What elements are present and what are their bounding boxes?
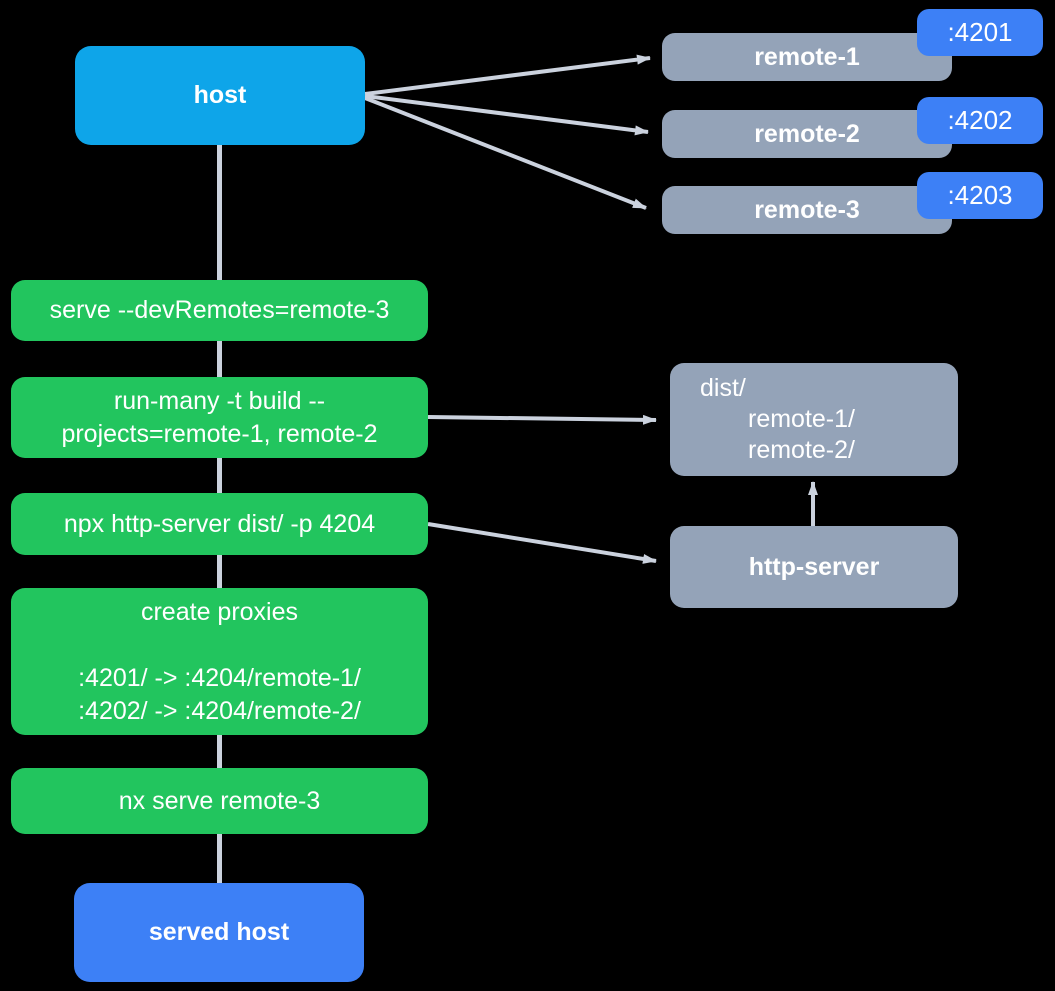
host-to-remote-3-arrow: [364, 96, 647, 210]
http-server-node-label: http-server: [748, 552, 880, 581]
remote-1-node: remote-1: [662, 33, 952, 81]
step-npx-http-server: npx http-server dist/ -p 4204: [11, 493, 428, 555]
host-to-remote-2-arrow: [364, 94, 649, 136]
http-server-node: http-server: [670, 526, 958, 608]
step-create-proxies: create proxies :4201/ -> :4204/remote-1/…: [11, 588, 428, 735]
remote-3-node: remote-3: [662, 186, 952, 234]
remote-3-node-label: remote-3: [754, 195, 860, 224]
step-nx-serve-remote-3: nx serve remote-3: [11, 768, 428, 834]
port-badge-4202-label: :4202: [947, 105, 1013, 135]
served-host-node-label: served host: [148, 918, 290, 946]
remote-1-node-label: remote-1: [754, 42, 860, 71]
dist-folder-root-line: dist/: [700, 374, 746, 402]
port-badge-4201: :4201: [917, 9, 1043, 56]
host-node: host: [75, 46, 365, 145]
dist-folder-remote-2-line: remote-2/: [748, 436, 855, 464]
http-server-cmd-to-http-server-arrow: [427, 522, 657, 564]
step-nx-serve-remote-3-label: nx serve remote-3: [118, 786, 321, 815]
step-serve-dev-remotes: serve --devRemotes=remote-3: [11, 280, 428, 341]
port-badge-4202: :4202: [917, 97, 1043, 144]
remote-2-node-label: remote-2: [754, 119, 860, 148]
step-run-many-build-label: run-many -t build -- projects=remote-1, …: [61, 386, 378, 448]
host-to-remote-1-arrow: [364, 54, 651, 96]
port-badge-4201-label: :4201: [947, 17, 1013, 47]
dist-folder-node: dist/ remote-1/ remote-2/: [670, 363, 958, 476]
remote-2-node: remote-2: [662, 110, 952, 158]
step-npx-http-server-label: npx http-server dist/ -p 4204: [63, 509, 376, 538]
step-create-proxies-label: create proxies :4201/ -> :4204/remote-1/…: [78, 597, 361, 725]
run-many-to-dist-arrow: [427, 414, 657, 425]
dist-folder-remote-1-line: remote-1/: [748, 405, 855, 433]
served-host-node: served host: [74, 883, 364, 982]
port-badge-4203: :4203: [917, 172, 1043, 219]
host-node-label: host: [193, 81, 247, 109]
step-run-many-build: run-many -t build -- projects=remote-1, …: [11, 377, 428, 458]
step-serve-dev-remotes-label: serve --devRemotes=remote-3: [49, 296, 390, 324]
port-badge-4203-label: :4203: [947, 180, 1013, 210]
